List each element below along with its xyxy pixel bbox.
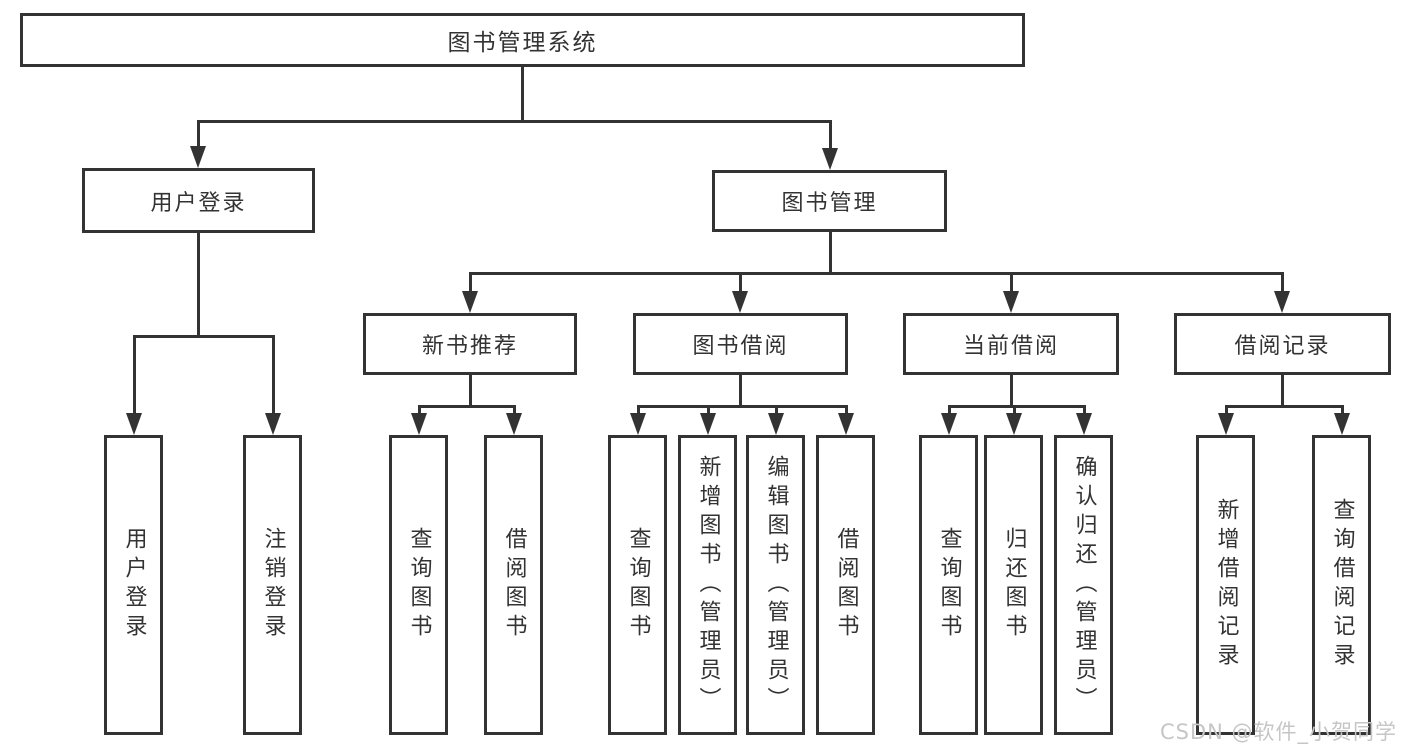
connector-vertical [133,335,136,413]
connector-vertical [272,335,275,413]
connector-vertical [469,375,472,408]
connector-vertical [1010,375,1013,408]
node-library-management-system: 图书管理系统 [20,13,1025,67]
leaf-nbr-borrow-books: 借阅图书 [484,435,543,735]
arrowhead-down-icon [1003,291,1019,313]
leaf-bb-query-books: 查询图书 [608,435,667,735]
node-user-login: 用户登录 [82,168,315,233]
connector-vertical [1013,405,1016,417]
arrowhead-down-icon [700,413,716,435]
connector-vertical [948,405,951,417]
connector-vertical [469,272,472,293]
leaf-br-add-record: 新增借阅记录 [1196,435,1255,735]
arrowhead-down-icon [630,413,646,435]
leaf-cb-return-books: 归还图书 [984,435,1043,735]
node-book-borrowing: 图书借阅 [633,313,848,375]
arrowhead-down-icon [411,413,427,435]
connector-vertical [707,405,710,417]
connector-vertical [197,233,200,337]
connector-horizontal [197,120,831,123]
connector-vertical [775,405,778,417]
connector-vertical [418,405,421,417]
connector-vertical [513,405,516,417]
connector-horizontal [133,335,275,338]
leaf-bb-edit-books-admin: 编辑图书（管理员） [746,435,805,735]
arrowhead-down-icon [768,413,784,435]
arrowhead-down-icon [265,413,281,435]
connector-vertical [1225,405,1228,417]
connector-horizontal [418,405,516,408]
arrowhead-down-icon [838,413,854,435]
connector-vertical [197,120,200,150]
arrowhead-down-icon [732,291,748,313]
connector-vertical [739,375,742,408]
node-book-management: 图书管理 [712,170,947,232]
connector-vertical [829,232,832,275]
node-new-book-recommendation: 新书推荐 [363,313,577,375]
arrowhead-down-icon [822,148,838,170]
leaf-br-query-record: 查询借阅记录 [1312,435,1371,735]
arrowhead-down-icon [941,413,957,435]
arrowhead-down-icon [462,291,478,313]
connector-horizontal [1225,405,1344,408]
leaf-bb-borrow-books: 借阅图书 [816,435,875,735]
connector-horizontal [948,405,1086,408]
connector-horizontal [469,272,1283,275]
arrowhead-down-icon [190,146,206,168]
csdn-watermark: CSDN @软件_小贺同学 [1160,720,1398,744]
arrowhead-down-icon [1076,413,1092,435]
connector-vertical [829,120,832,150]
arrowhead-down-icon [1274,291,1290,313]
leaf-logout: 注销登录 [243,435,302,735]
arrowhead-down-icon [1006,413,1022,435]
connector-vertical [1010,272,1013,293]
connector-vertical [637,405,640,417]
leaf-user-login: 用户登录 [104,435,163,735]
arrowhead-down-icon [1218,413,1234,435]
leaf-bb-add-books-admin: 新增图书（管理员） [678,435,737,735]
node-borrowing-records: 借阅记录 [1174,313,1391,375]
node-current-borrowing: 当前借阅 [903,313,1119,375]
connector-vertical [845,405,848,417]
arrowhead-down-icon [1334,413,1350,435]
connector-vertical [739,272,742,293]
connector-vertical [1281,272,1284,293]
leaf-cb-query-books: 查询图书 [919,435,978,735]
connector-vertical [1083,405,1086,417]
connector-horizontal [637,405,848,408]
arrowhead-down-icon [126,413,142,435]
connector-vertical [521,67,524,121]
leaf-cb-confirm-return-admin: 确认归还（管理员） [1054,435,1113,735]
arrowhead-down-icon [506,413,522,435]
leaf-nbr-query-books: 查询图书 [389,435,448,735]
connector-vertical [1281,375,1284,408]
connector-vertical [1341,405,1344,417]
